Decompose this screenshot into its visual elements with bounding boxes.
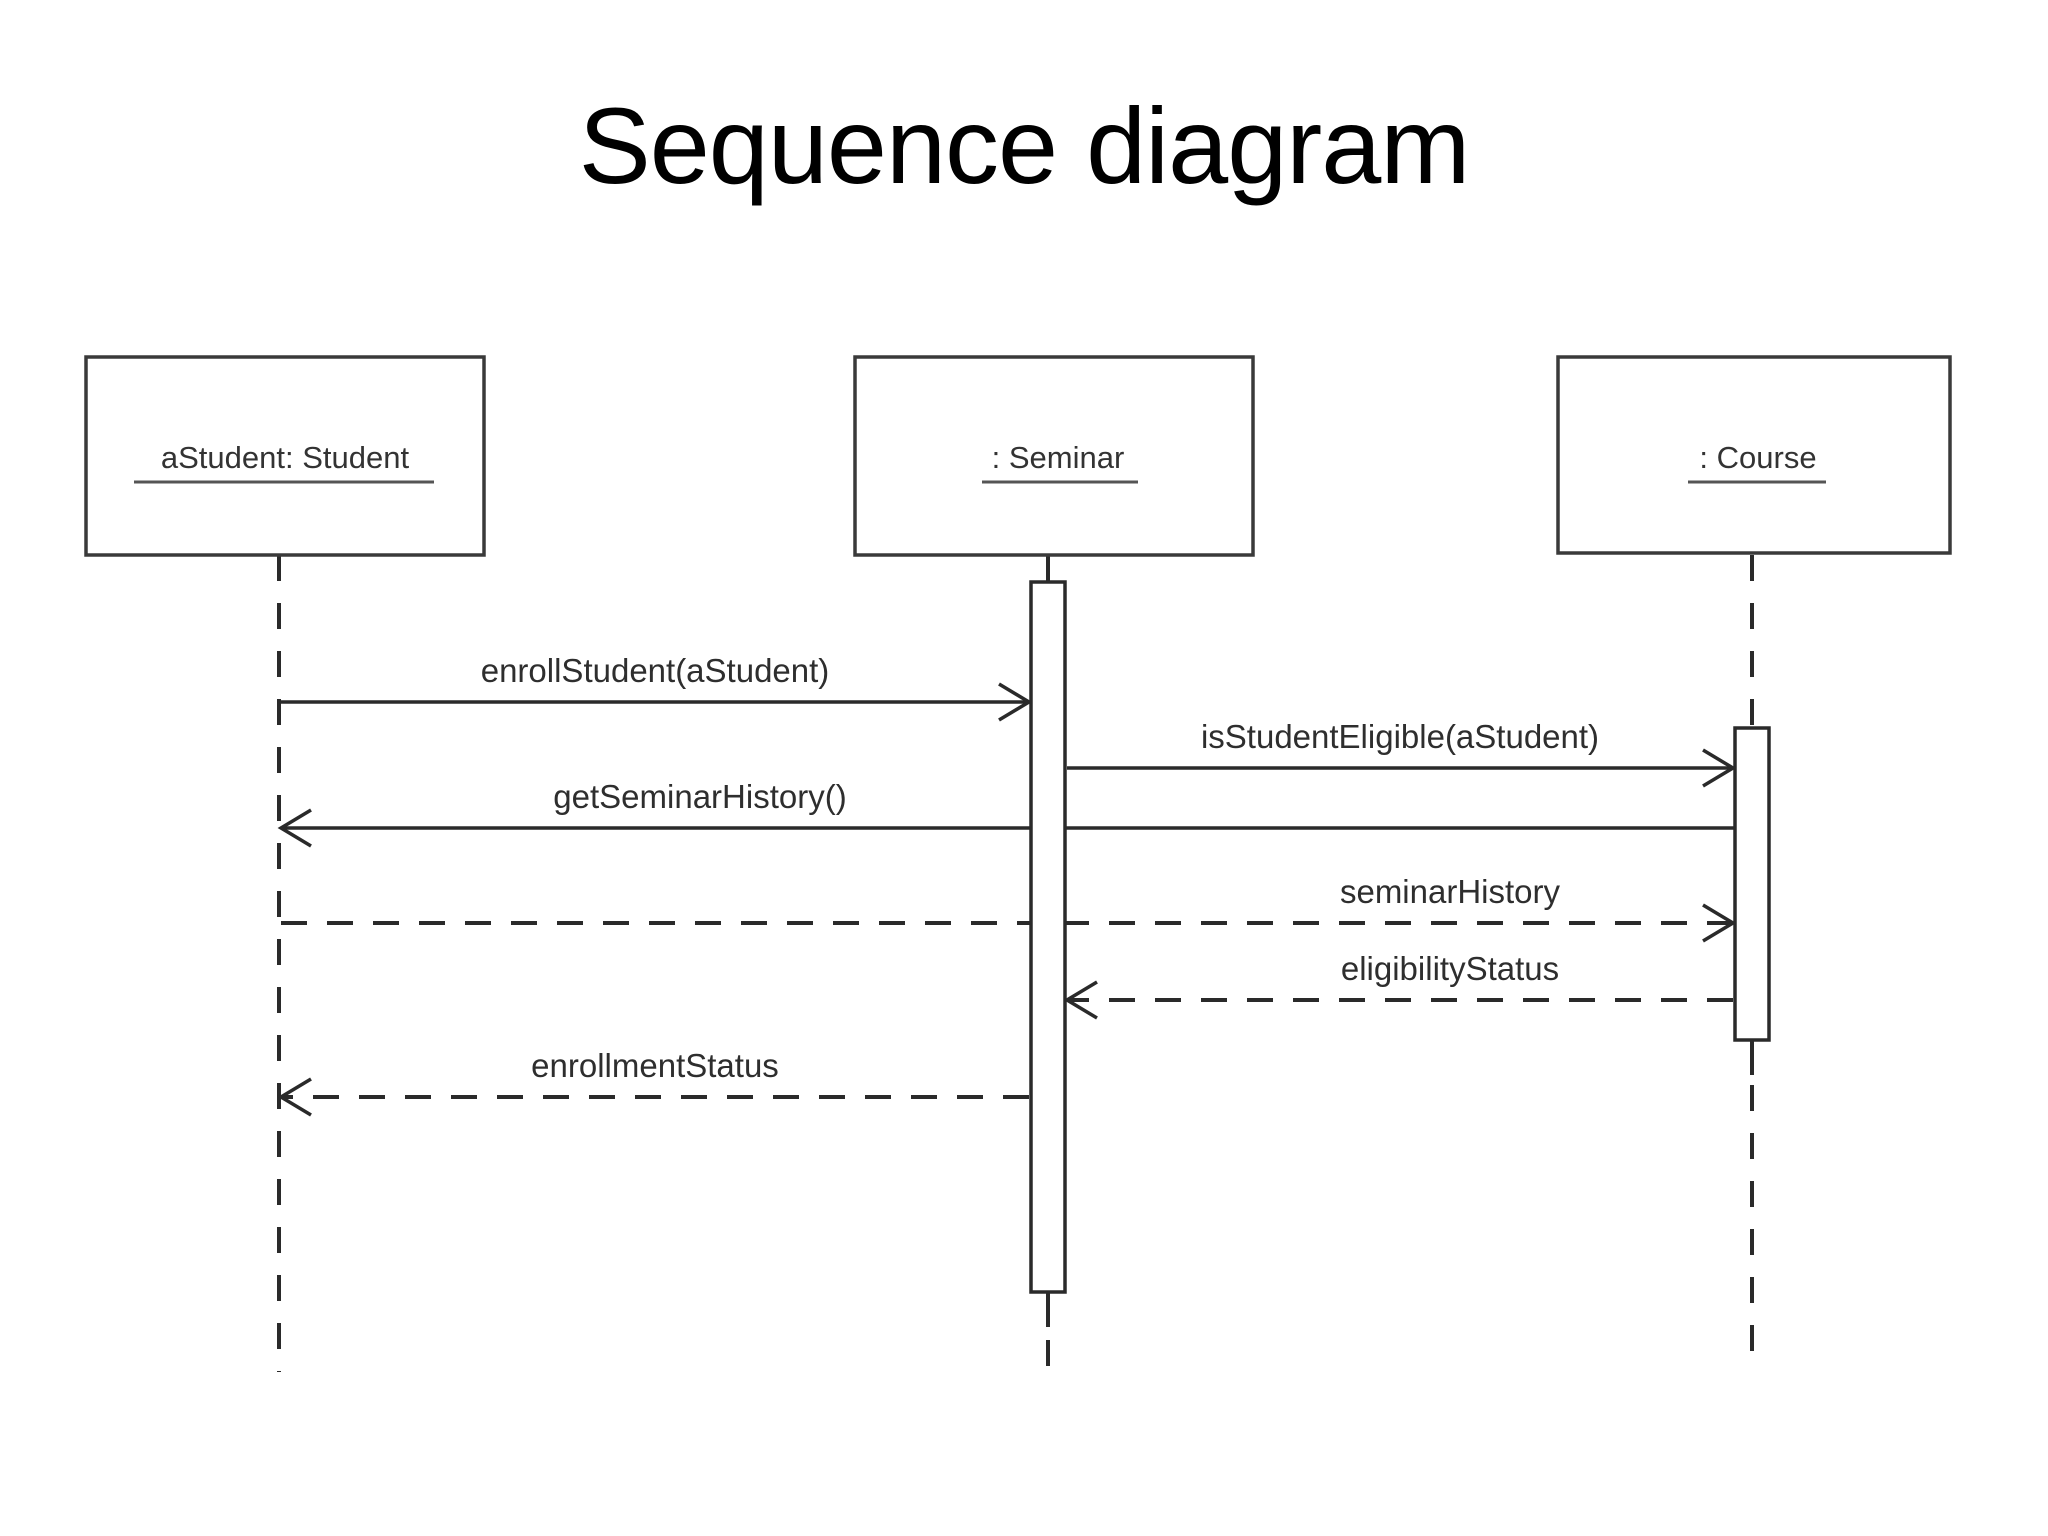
participant-label-seminar: : Seminar	[992, 440, 1125, 475]
activation-bar-seminar[interactable]	[1029, 580, 1067, 1294]
participant-label-course: : Course	[1699, 440, 1816, 475]
participant-box-student[interactable]	[84, 355, 486, 557]
arrowhead-left-enrollment-status	[277, 1077, 312, 1117]
message-label-get-seminar-history: getSeminarHistory()	[553, 778, 846, 815]
participant-course[interactable]: : Course	[1556, 355, 1952, 555]
arrowhead-left-get-seminar-history	[277, 808, 312, 848]
participant-student[interactable]: aStudent: Student	[84, 355, 486, 557]
message-eligibility-status[interactable]: eligibilityStatus	[1063, 950, 1733, 1020]
arrowhead-right-seminar-history	[1702, 903, 1737, 943]
participant-label-student: aStudent: Student	[161, 440, 410, 475]
arrowhead-right-enroll-student	[998, 682, 1033, 722]
page-title: Sequence diagram	[578, 85, 1471, 206]
message-enroll-student[interactable]: enrollStudent(aStudent)	[281, 652, 1033, 722]
participant-box-seminar[interactable]	[853, 355, 1255, 557]
message-label-seminar-history: seminarHistory	[1340, 873, 1561, 910]
message-get-seminar-history[interactable]: getSeminarHistory()	[277, 778, 1752, 848]
message-label-is-student-eligible: isStudentEligible(aStudent)	[1201, 718, 1599, 755]
message-seminar-history[interactable]: seminarHistory	[281, 873, 1737, 943]
message-is-student-eligible[interactable]: isStudentEligible(aStudent)	[1067, 718, 1737, 788]
lifeline-group	[277, 555, 1754, 1372]
activation-bar-course[interactable]	[1733, 726, 1771, 1042]
message-label-enroll-student: enrollStudent(aStudent)	[481, 652, 830, 689]
arrowhead-left-eligibility-status	[1063, 980, 1098, 1020]
message-label-eligibility-status: eligibilityStatus	[1341, 950, 1559, 987]
participant-seminar[interactable]: : Seminar	[853, 355, 1255, 557]
message-enrollment-status[interactable]: enrollmentStatus	[277, 1047, 1029, 1117]
participant-box-course[interactable]	[1556, 355, 1952, 555]
arrowhead-right-is-student-eligible	[1702, 748, 1737, 788]
message-label-enrollment-status: enrollmentStatus	[531, 1047, 779, 1084]
